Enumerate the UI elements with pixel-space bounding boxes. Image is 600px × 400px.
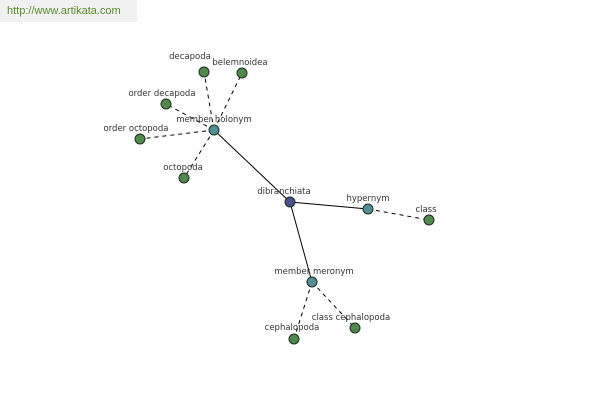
- node-leaf-class[interactable]: [423, 214, 435, 226]
- label-relation-member-holonym: member holonym: [176, 115, 251, 125]
- node-leaf-belemnoidea[interactable]: [236, 67, 248, 79]
- node-relation-hypernym[interactable]: [362, 203, 374, 215]
- node-relation-member-meronym[interactable]: [306, 276, 318, 288]
- label-leaf-order-decapoda: order decapoda: [128, 89, 195, 99]
- label-leaf-class: class: [415, 205, 437, 215]
- node-leaf-class-cephalopoda[interactable]: [349, 322, 361, 334]
- edge-center-to-hypernym: [289, 201, 369, 210]
- edge-center-to-member-holonym: [213, 129, 291, 203]
- label-leaf-order-octopoda: order octopoda: [104, 124, 169, 134]
- graph-edges: [139, 71, 430, 340]
- source-url-badge[interactable]: http://www.artikata.com: [0, 0, 137, 22]
- node-center-dibranchiata[interactable]: [284, 196, 296, 208]
- edge-member-meronym-to-class-cephalopoda: [311, 281, 356, 329]
- label-leaf-decapoda: decapoda: [169, 52, 211, 62]
- edge-center-to-member-meronym: [289, 201, 313, 283]
- label-relation-hypernym: hypernym: [346, 194, 389, 204]
- edge-member-meronym-to-cephalopoda: [293, 281, 313, 340]
- edge-member-holonym-to-octopoda: [183, 129, 215, 179]
- node-relation-member-holonym[interactable]: [208, 124, 220, 136]
- edge-member-holonym-to-order-decapoda: [165, 103, 215, 131]
- node-leaf-cephalopoda[interactable]: [288, 333, 300, 345]
- node-leaf-order-decapoda[interactable]: [160, 98, 172, 110]
- node-leaf-octopoda[interactable]: [178, 172, 190, 184]
- node-leaf-decapoda[interactable]: [198, 66, 210, 78]
- edge-member-holonym-to-belemnoidea: [213, 72, 243, 131]
- edge-member-holonym-to-decapoda: [203, 71, 215, 131]
- graph-labels: dibranchiata member holonym decapodabelemn…: [104, 52, 438, 333]
- label-leaf-class-cephalopoda: class cephalopoda: [312, 313, 390, 323]
- label-leaf-belemnoidea: belemnoidea: [212, 58, 267, 68]
- edge-hypernym-to-class: [367, 208, 430, 221]
- label-leaf-octopoda: octopoda: [163, 163, 203, 173]
- label-center: dibranchiata: [257, 187, 310, 197]
- label-leaf-cephalopoda: cephalopoda: [265, 323, 320, 333]
- label-relation-member-meronym: member meronym: [274, 267, 353, 277]
- node-leaf-order-octopoda[interactable]: [134, 133, 146, 145]
- graph-nodes: [134, 66, 435, 345]
